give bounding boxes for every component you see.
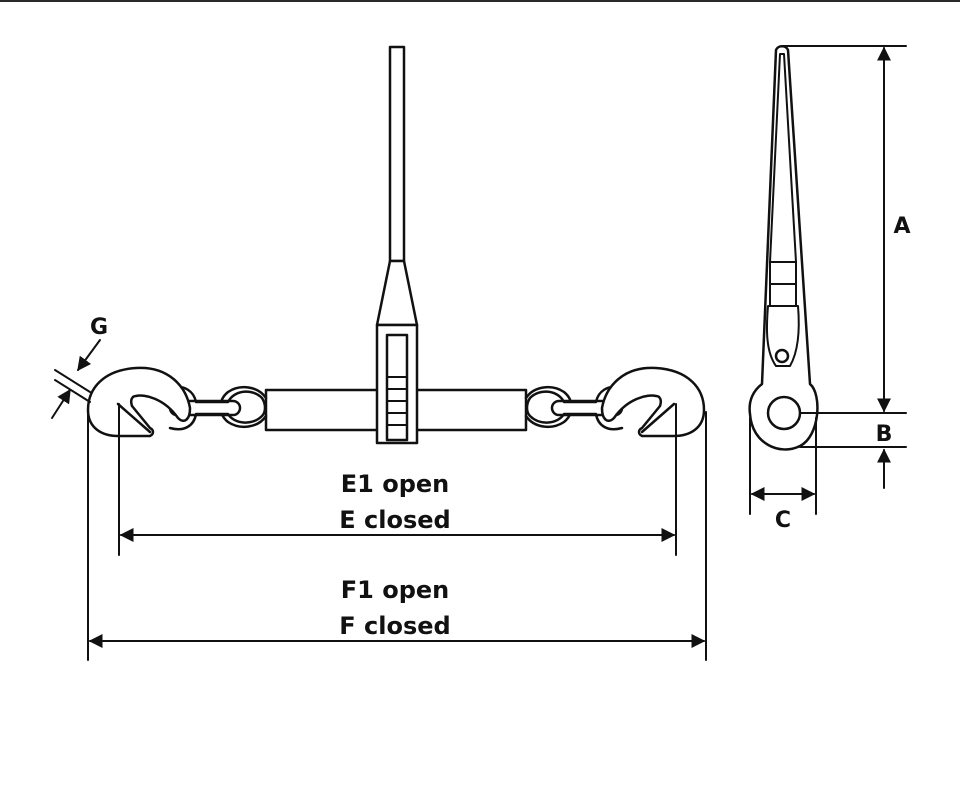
dimension-lines-side	[749, 45, 907, 515]
binder-front-view	[86, 45, 706, 445]
label-b: B	[876, 422, 893, 447]
handle-bar	[388, 45, 406, 263]
binder-side-view	[748, 45, 819, 451]
top-border	[0, 0, 960, 2]
left-chain	[168, 385, 268, 431]
label-f-closed: F closed	[339, 612, 450, 640]
side-pivot-hole	[774, 348, 790, 364]
right-hook	[600, 366, 706, 438]
left-hook	[86, 366, 192, 438]
label-e-closed: E closed	[339, 506, 450, 534]
label-a: A	[893, 214, 910, 239]
dimension-g-arrow-bottom	[51, 388, 71, 419]
handle-taper	[375, 259, 419, 327]
right-chain	[524, 385, 624, 431]
side-handle-outline	[748, 45, 819, 451]
dimension-g-line-1	[54, 369, 91, 393]
lever-housing	[375, 323, 419, 445]
label-g: G	[90, 315, 108, 340]
label-f-open: F1 open	[341, 576, 449, 604]
dimension-lines-front	[51, 339, 707, 661]
dimension-g-arrow-top	[77, 339, 101, 372]
label-c: C	[775, 508, 791, 533]
dimension-g-line-2	[54, 379, 91, 403]
lever-ratchet-lines	[386, 376, 408, 426]
label-e-open: E1 open	[341, 470, 449, 498]
lever-slot	[385, 333, 409, 442]
